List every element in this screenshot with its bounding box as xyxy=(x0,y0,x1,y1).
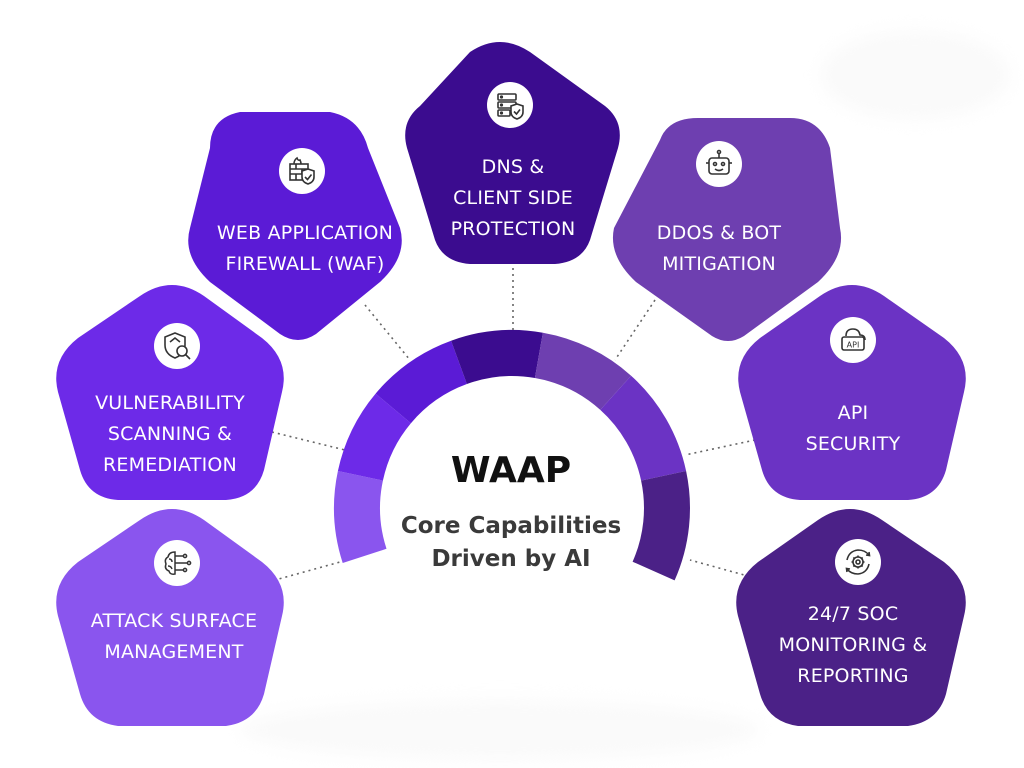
connector-vuln xyxy=(271,431,346,451)
node-dns-line1: DNS & xyxy=(481,156,545,178)
ring-segment-attack xyxy=(334,471,387,563)
ring-segment-dns xyxy=(451,329,543,384)
center-subtitle-line1: Core Capabilities xyxy=(400,513,622,539)
node-ddos-label: DDOS & BOT MITIGATION xyxy=(609,218,829,280)
ring-segment-waf xyxy=(375,340,467,424)
node-attack-shape[interactable] xyxy=(56,509,284,726)
ring-segment-ddos xyxy=(534,332,632,410)
svg-text:API: API xyxy=(847,341,860,350)
api-cloud-icon: API xyxy=(830,317,876,363)
brain-circuit-icon xyxy=(154,540,200,586)
connector-attack xyxy=(267,561,341,583)
node-api-label: API SECURITY xyxy=(743,398,963,460)
node-vuln-line3: REMEDIATION xyxy=(103,454,237,476)
center-title: WAAP xyxy=(450,450,572,491)
node-vuln-shape[interactable] xyxy=(56,285,284,500)
ring-segment-soc xyxy=(632,471,690,581)
ring-segment-vuln xyxy=(337,393,411,481)
node-soc-line1: 24/7 SOC xyxy=(807,603,899,625)
node-dns-shape[interactable] xyxy=(405,42,620,264)
connector-ddos xyxy=(614,299,656,361)
node-attack-line2: MANAGEMENT xyxy=(104,641,244,663)
node-waf-label: WEB APPLICATION FIREWALL (WAF) xyxy=(195,218,415,280)
node-soc-line2: MONITORING & xyxy=(778,634,928,656)
gear-cycle-icon xyxy=(835,539,881,585)
background-glow xyxy=(820,30,1010,120)
node-soc-shape[interactable] xyxy=(736,509,966,726)
node-waf-shape[interactable] xyxy=(188,112,402,340)
robot-icon xyxy=(696,141,742,187)
node-attack-line1: ATTACK SURFACE xyxy=(90,610,258,632)
center-subtitle: Core Capabilities Driven by AI xyxy=(361,510,661,576)
node-attack-label: ATTACK SURFACE MANAGEMENT xyxy=(64,606,284,668)
center-subtitle-line2: Driven by AI xyxy=(431,546,591,572)
node-ddos-line1: DDOS & BOT xyxy=(656,222,782,244)
node-soc-line3: REPORTING xyxy=(797,665,909,687)
firewall-shield-icon xyxy=(279,148,325,194)
node-api-shape[interactable] xyxy=(738,285,966,500)
node-soc-label: 24/7 SOC MONITORING & REPORTING xyxy=(743,599,963,692)
connector-waf xyxy=(364,304,411,361)
node-ddos-shape[interactable] xyxy=(612,118,842,341)
node-ddos-line2: MITIGATION xyxy=(662,253,776,275)
node-dns-label: DNS & CLIENT SIDE PROTECTION xyxy=(403,152,623,245)
background-glow xyxy=(240,700,760,760)
node-vuln-label: VULNERABILITY SCANNING & REMEDIATION xyxy=(60,388,280,481)
node-waf-line2: FIREWALL (WAF) xyxy=(225,253,385,275)
server-shield-icon xyxy=(487,82,533,128)
node-waf-line1: WEB APPLICATION xyxy=(216,222,394,244)
node-vuln-line2: SCANNING & xyxy=(107,423,233,445)
node-dns-line3: PROTECTION xyxy=(450,218,576,240)
ring-segment-api xyxy=(600,375,687,481)
capability-ring xyxy=(334,329,690,581)
node-vuln-line1: VULNERABILITY xyxy=(95,392,245,414)
node-dns-line2: CLIENT SIDE xyxy=(453,187,573,209)
shield-search-icon xyxy=(154,323,200,369)
node-api-line1: API xyxy=(837,402,869,424)
node-api-line2: SECURITY xyxy=(805,433,901,455)
